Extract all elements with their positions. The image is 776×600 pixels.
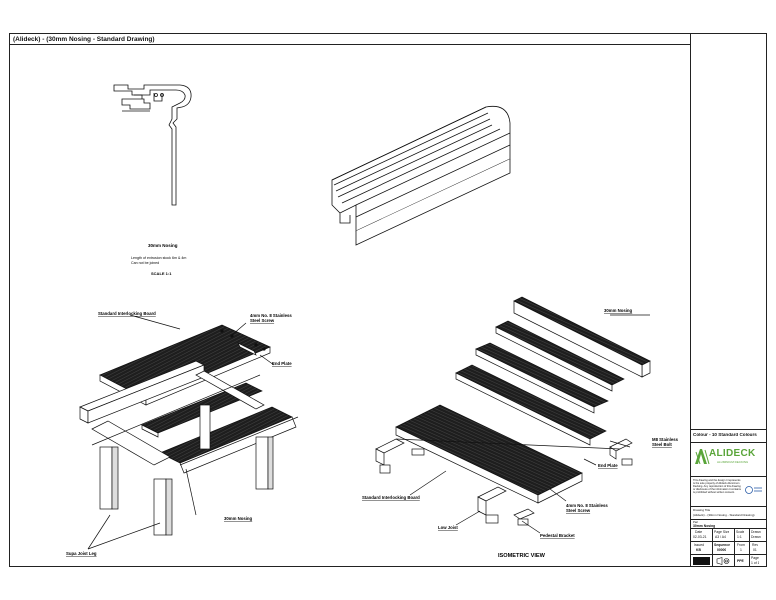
- part-label: Part: [693, 520, 699, 524]
- sequence-label: Sequence: [714, 543, 731, 547]
- iso-label-screw-2: Steel Screw: [566, 508, 591, 513]
- date-row: Date 02-03-21 Page Size A3 / A4 Scale 1:…: [691, 529, 767, 542]
- iso-label-bolt: M8 Stainless: [652, 437, 679, 442]
- page-value: 1 of 1: [751, 561, 760, 565]
- profile-note-2: Can not be joined: [131, 261, 159, 265]
- brand-name: ALIDECK: [709, 448, 756, 459]
- title-block-column: Colour - 10 Standard Colours ALIDECK ALU…: [690, 34, 767, 567]
- profile-note-1: Length of extrusion stock 6m & 4m: [131, 256, 186, 260]
- iso-label-board: Standard Interlocking Board: [362, 495, 420, 500]
- rev-value: 01: [753, 548, 757, 552]
- copyright-row: This drawing and the design it represent…: [691, 477, 767, 507]
- profile-scale: SCALE 1:1: [151, 271, 172, 276]
- page-size-label: Page Size: [714, 530, 730, 534]
- scale-label: Scale: [736, 530, 745, 534]
- page-label: Page: [751, 556, 759, 560]
- iso-caption: ISOMETRIC VIEW: [498, 553, 546, 559]
- drawn-value: Drawn: [751, 535, 761, 539]
- exploded-label-board: Standard Interlocking Board: [98, 311, 156, 316]
- date-value: 02-03-21: [693, 535, 707, 539]
- iso-label-nosing: 30mm Nosing: [604, 308, 633, 313]
- exploded-label-end-plate: End Plate: [272, 361, 292, 366]
- nosing-profile-section: [113, 84, 192, 206]
- profile-name: 30mm Nosing: [148, 243, 178, 248]
- projection-symbol-icon: [716, 557, 730, 565]
- date-label: Date: [695, 530, 703, 534]
- drawn-label: Drawn: [751, 530, 761, 534]
- sheet-title: (Alideck) - (30mm Nosing - Standard Draw…: [10, 34, 690, 45]
- rev-label: Rev: [752, 543, 759, 547]
- isometric-assembly: [375, 296, 651, 534]
- brand-tagline: ALUMINIUM DECKING: [717, 460, 749, 464]
- iso-label-screw: 4mm No. 8 Stainless: [566, 503, 608, 508]
- from-value: 1: [740, 548, 742, 552]
- exploded-label-leg: Supa Joist Leg: [66, 551, 97, 556]
- drawing-area: 30mm Nosing Length of extrusion stock 6m…: [10, 45, 690, 566]
- drawing-title-label: Drawing Title: [693, 508, 711, 512]
- exploded-label-screw-2: Steel Screw: [250, 318, 275, 323]
- iso-label-bolt-2: Steel Bolt: [652, 442, 672, 447]
- part-value: 30mm Nosing: [693, 524, 716, 528]
- colour-note-row: Colour - 10 Standard Colours: [691, 430, 767, 443]
- iso-label-end-plate: End Plate: [598, 463, 618, 468]
- footer-row: PPE Page 1 of 1: [691, 555, 767, 567]
- logo-row: ALIDECK ALUMINIUM DECKING: [691, 443, 767, 477]
- issued-row: Issued KB Sequence 00000 From 1 Rev 01: [691, 542, 767, 555]
- iso-label-bracket: Pedestal Bracket: [540, 533, 575, 538]
- exploded-label-nosing: 30mm Nosing: [224, 516, 253, 521]
- issued-value: KB: [696, 548, 701, 552]
- alideck-logo-icon: [695, 449, 710, 465]
- iso-label-low-joist: Low Joist: [438, 525, 458, 530]
- scale-value: 1:1: [737, 535, 742, 539]
- nosing-extrusion-3d: [331, 105, 511, 246]
- certification-badge-icon: [745, 486, 762, 494]
- exploded-view: [79, 314, 299, 550]
- exploded-label-screw: 4mm No. 8 Stainless: [250, 313, 292, 318]
- part-row: Part 30mm Nosing: [691, 520, 767, 529]
- standards-mark: [693, 557, 710, 565]
- sequence-value: 00000: [717, 548, 727, 552]
- title-block: Colour - 10 Standard Colours ALIDECK ALU…: [691, 429, 767, 567]
- status-value: PPE: [737, 559, 744, 563]
- from-label: From: [737, 543, 745, 547]
- colour-note: Colour - 10 Standard Colours: [693, 433, 757, 437]
- drawing-canvas: 30mm Nosing Length of extrusion stock 6m…: [66, 84, 679, 559]
- drawing-title-value: (Alideck) - (30mm Nosing - Standard Draw…: [693, 513, 755, 517]
- copyright-note: This drawing and the design it represent…: [693, 479, 741, 495]
- issued-label: Issued: [694, 543, 704, 547]
- page-size-value: A3 / A4: [715, 535, 726, 539]
- drawing-sheet: (Alideck) - (30mm Nosing - Standard Draw…: [9, 33, 767, 567]
- drawing-title-row: Drawing Title (Alideck) - (30mm Nosing -…: [691, 507, 767, 520]
